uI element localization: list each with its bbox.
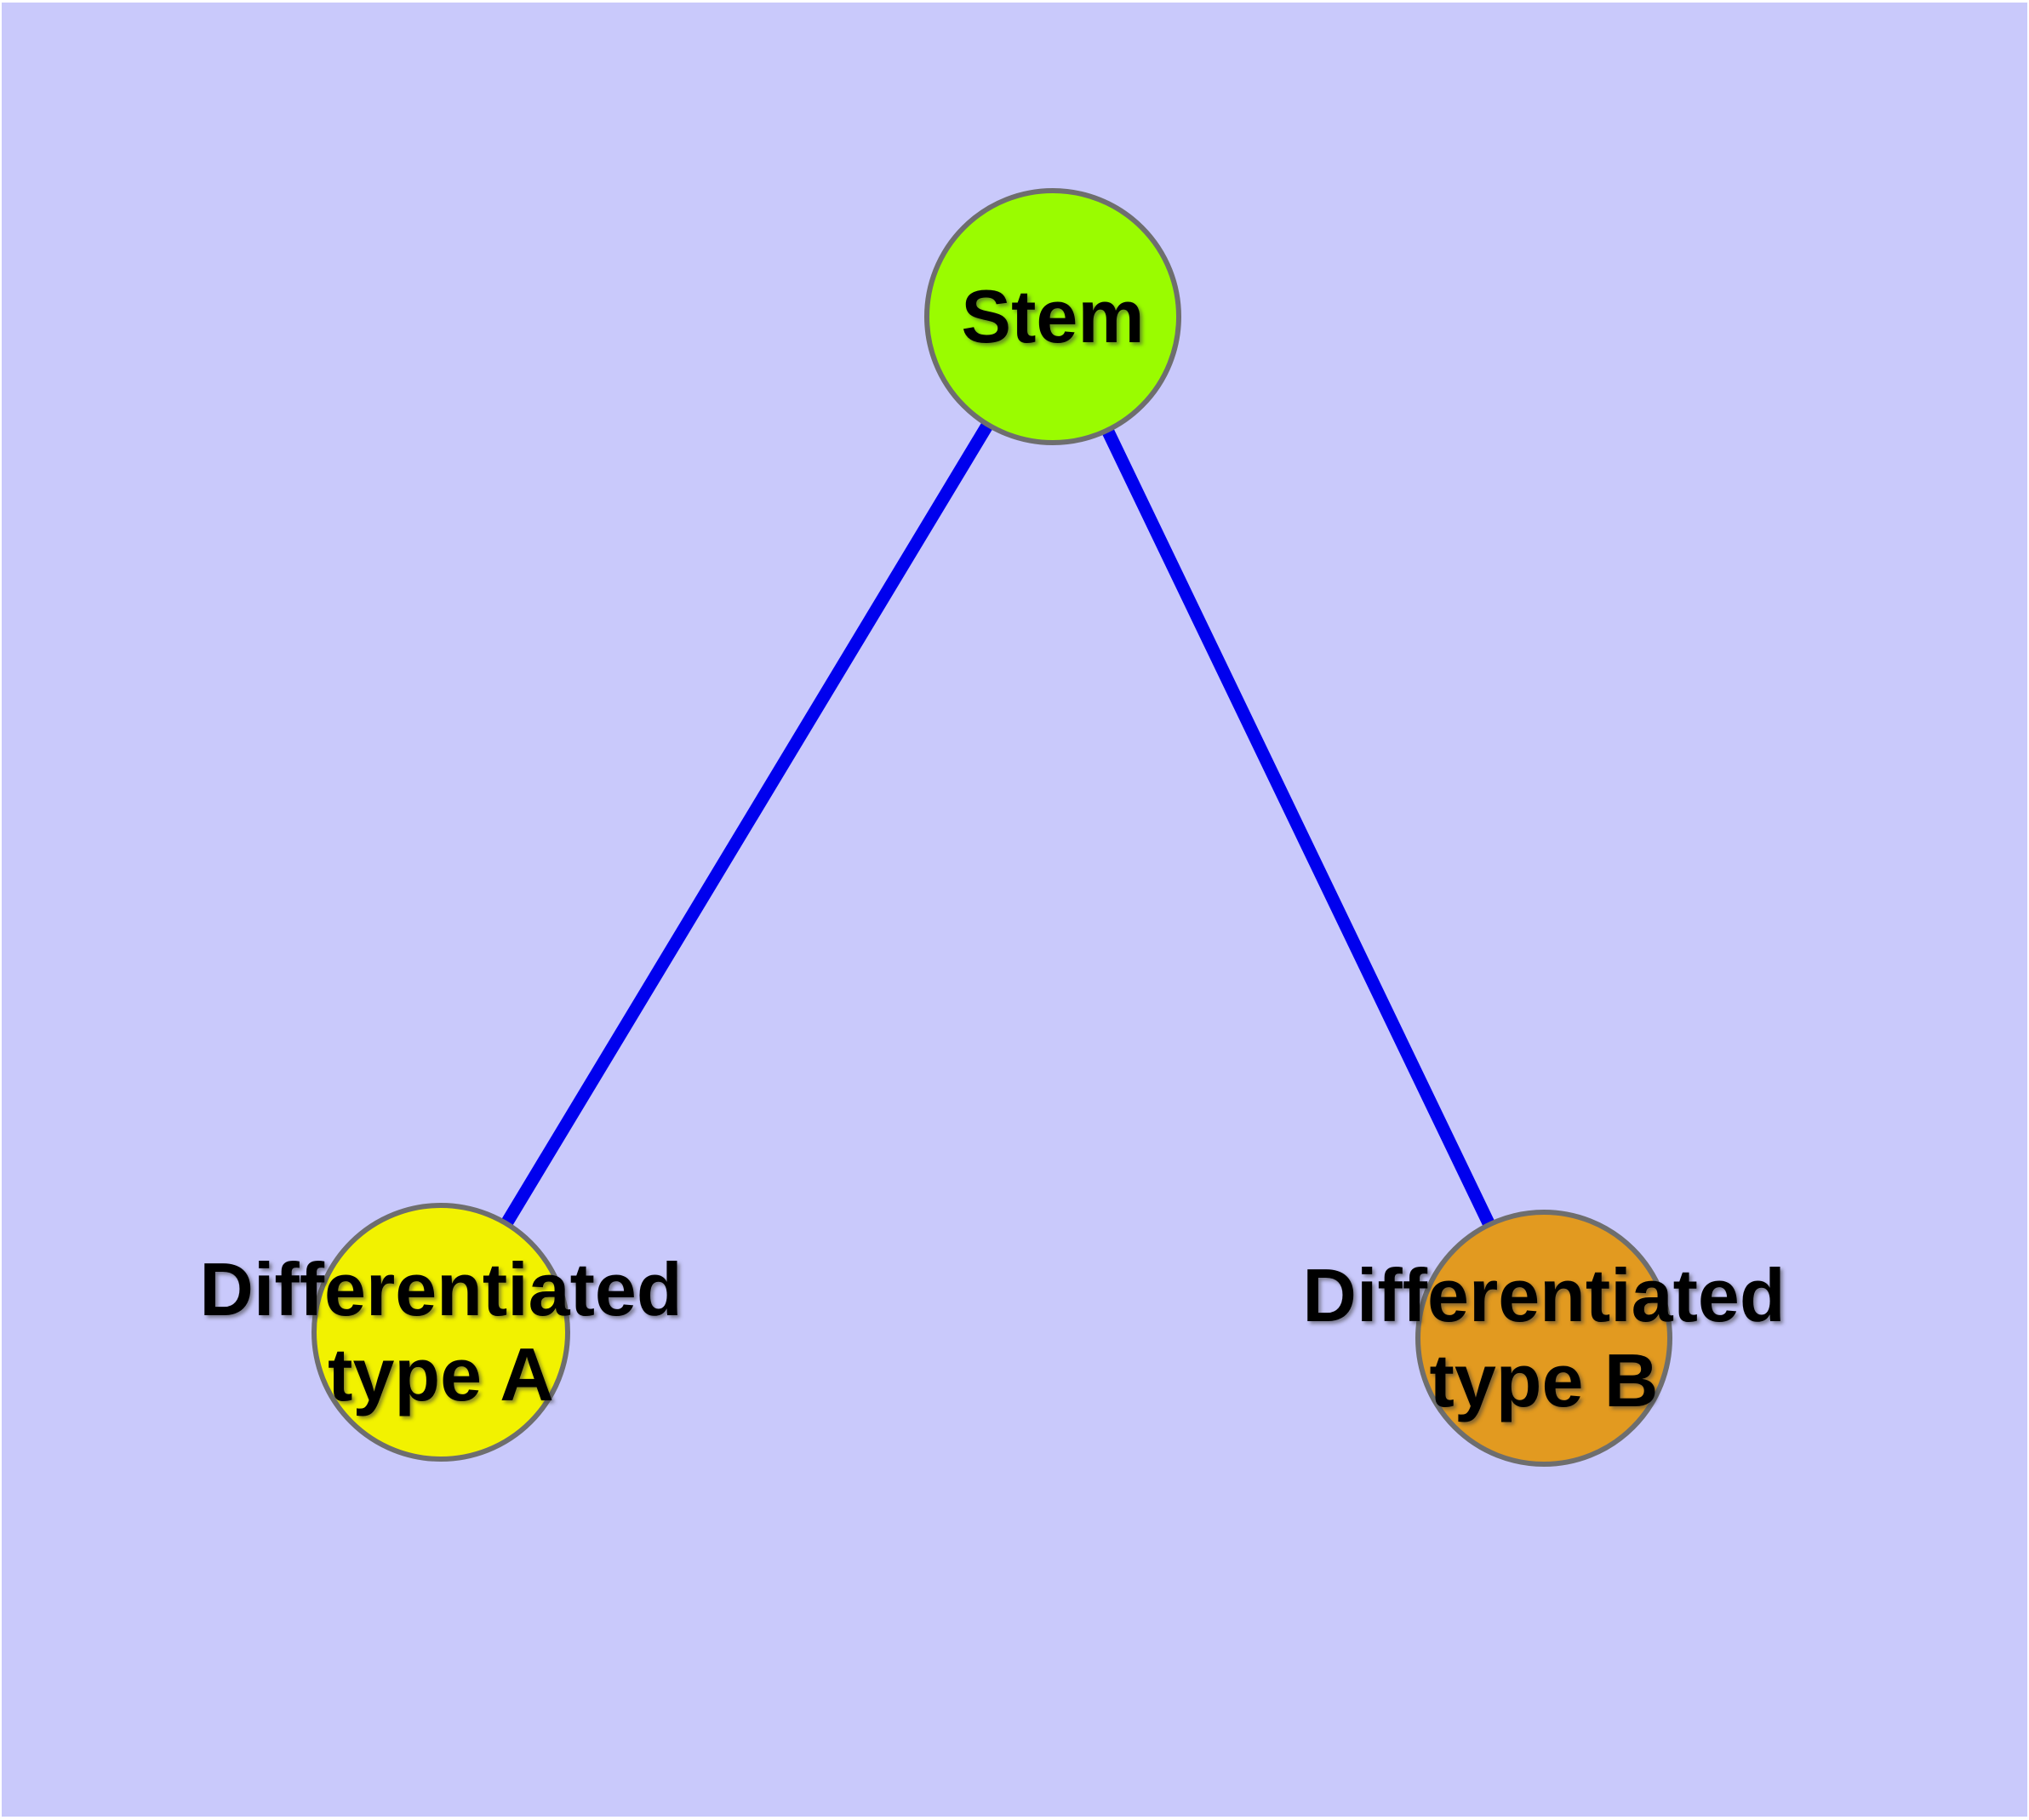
node-stem xyxy=(924,188,1181,445)
edge-stem-to-type-b xyxy=(1047,313,1550,1342)
node-differentiated-type-a xyxy=(311,1203,570,1462)
edge-stem-to-type-a xyxy=(435,313,1059,1336)
node-differentiated-type-b xyxy=(1415,1210,1672,1467)
